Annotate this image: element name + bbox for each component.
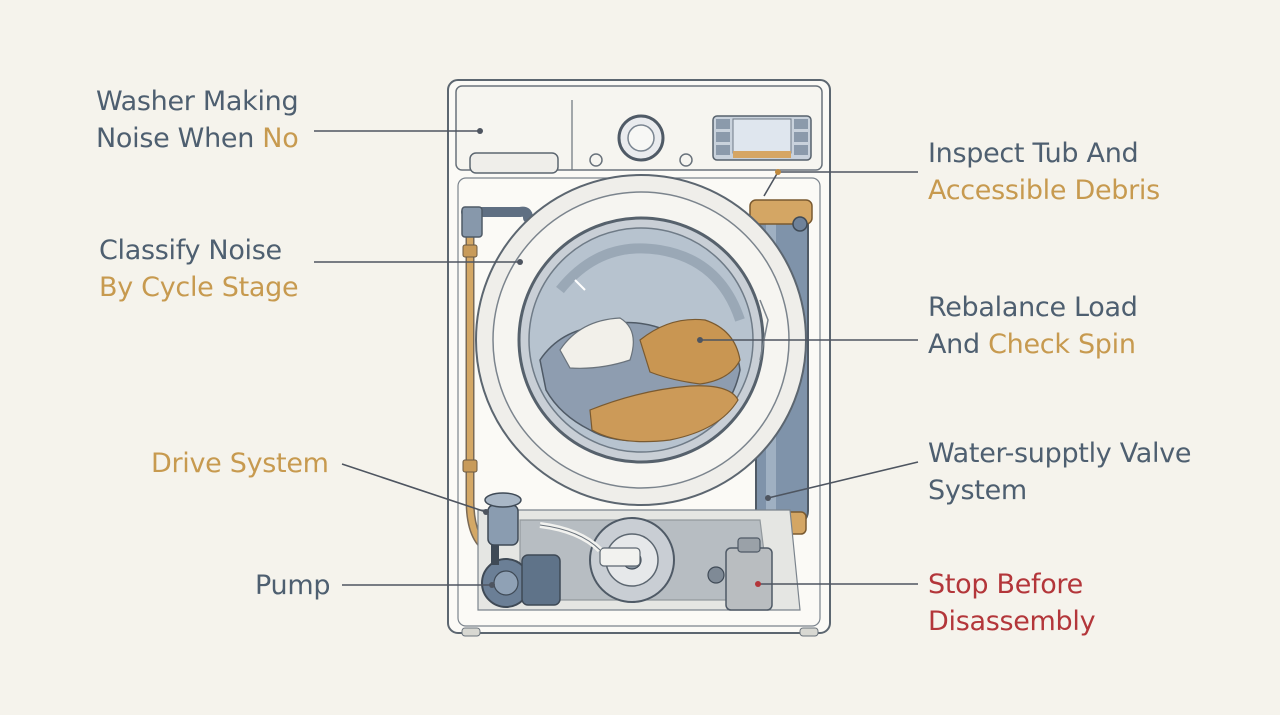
valve-icon	[707, 537, 773, 611]
lower-mechanics	[477, 492, 801, 611]
detergent-drawer	[469, 152, 559, 174]
display-panel-icon	[712, 115, 812, 161]
leader-water-valve	[767, 461, 919, 499]
label-rebalance-line1: Rebalance Load	[928, 292, 1138, 323]
label-water-valve: Water-supptly Valve System	[928, 435, 1192, 509]
label-drive-system-text: Drive System	[151, 448, 329, 479]
label-rebalance: Rebalance Load And Check Spin	[928, 289, 1138, 363]
label-pump-text: Pump	[255, 570, 331, 601]
label-inspect-tub: Inspect Tub And Accessible Debris	[928, 135, 1160, 209]
label-classify-noise-line1: Classify Noise	[99, 235, 282, 266]
label-stop-line2: Disassembly	[928, 606, 1096, 637]
label-inspect-tub-line2: Accessible Debris	[928, 175, 1160, 206]
label-classify-noise-line2: By Cycle Stage	[99, 272, 299, 303]
label-washer-noise-line1: Washer Making	[96, 86, 299, 117]
label-drive-system: Drive System	[151, 445, 329, 482]
label-rebalance-line2a: And	[928, 329, 989, 360]
label-water-valve-line1: Water-supptly Valve	[928, 438, 1192, 469]
label-washer-noise-line2a: Noise When	[96, 123, 263, 154]
label-water-valve-line2: System	[928, 475, 1027, 506]
label-pump: Pump	[255, 567, 330, 604]
label-stop-line1: Stop Before	[928, 569, 1083, 600]
label-washer-noise: Washer Making Noise When No	[96, 83, 299, 157]
label-stop: Stop Before Disassembly	[928, 566, 1096, 640]
label-classify-noise: Classify Noise By Cycle Stage	[99, 232, 299, 306]
leader-dots	[477, 128, 781, 588]
pump-icon	[481, 492, 561, 608]
leader-drive-system	[341, 463, 487, 513]
washer-door	[475, 174, 807, 506]
label-rebalance-line2b: Check Spin	[988, 329, 1136, 360]
leader-lines	[314, 130, 919, 586]
label-inspect-tub-line1: Inspect Tub And	[928, 138, 1139, 169]
motor-icon	[589, 517, 675, 603]
label-washer-noise-line2b: No	[262, 123, 299, 154]
